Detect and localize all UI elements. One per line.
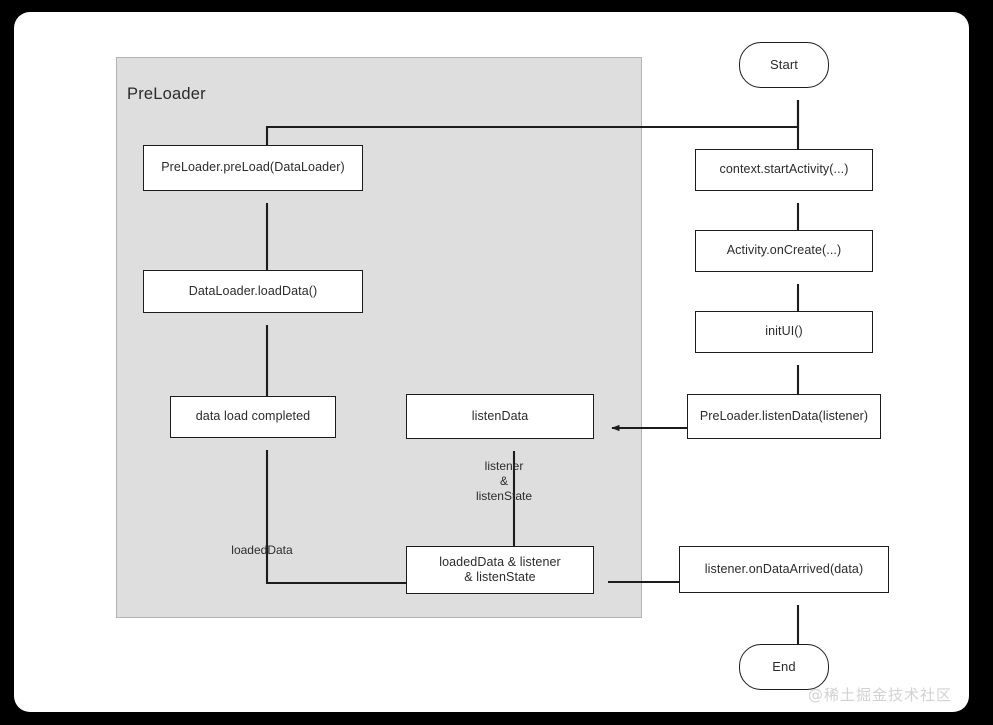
node-startactivity[interactable]: context.startActivity(...) <box>695 149 873 191</box>
node-merged[interactable]: loadedData & listener & listenState <box>406 546 594 594</box>
node-label-loaddata: DataLoader.loadData() <box>188 283 318 298</box>
node-label-ondataarrived: listener.onDataArrived(data) <box>704 561 864 576</box>
node-label-listendata: listenData <box>471 408 529 423</box>
node-loaddata[interactable]: DataLoader.loadData() <box>143 270 363 313</box>
node-start[interactable]: Start <box>739 42 829 88</box>
node-initui[interactable]: initUI() <box>695 311 873 353</box>
node-oncreate[interactable]: Activity.onCreate(...) <box>695 230 873 272</box>
node-listendata[interactable]: listenData <box>406 394 594 439</box>
node-label-preload: PreLoader.preLoad(DataLoader) <box>161 160 345 175</box>
node-label-startactivity: context.startActivity(...) <box>719 162 849 177</box>
node-label-oncreate: Activity.onCreate(...) <box>726 243 842 258</box>
diagram-card: PreLoader <box>14 12 969 712</box>
node-label-merged: loadedData & listener & listenState <box>439 554 561 584</box>
node-label-initui: initUI() <box>765 324 803 339</box>
node-end[interactable]: End <box>739 644 829 690</box>
node-label-preloadlisten: PreLoader.listenData(listener) <box>699 408 869 423</box>
edge-label-listener-state-label: listener & listenState <box>475 459 533 503</box>
group-label-preloader: PreLoader <box>127 85 206 103</box>
watermark-text: @稀土掘金技术社区 <box>808 686 953 704</box>
edge-label-loadeddata-label: loadedData <box>231 543 293 557</box>
node-preload[interactable]: PreLoader.preLoad(DataLoader) <box>143 145 363 191</box>
group-container-preloader <box>116 57 642 618</box>
node-ondataarrived[interactable]: listener.onDataArrived(data) <box>679 546 889 593</box>
node-label-dataloaded: data load completed <box>195 409 311 424</box>
node-dataloaded[interactable]: data load completed <box>170 396 336 438</box>
node-label-end: End <box>772 659 796 675</box>
node-preloadlisten[interactable]: PreLoader.listenData(listener) <box>687 394 881 439</box>
node-label-start: Start <box>770 57 798 73</box>
